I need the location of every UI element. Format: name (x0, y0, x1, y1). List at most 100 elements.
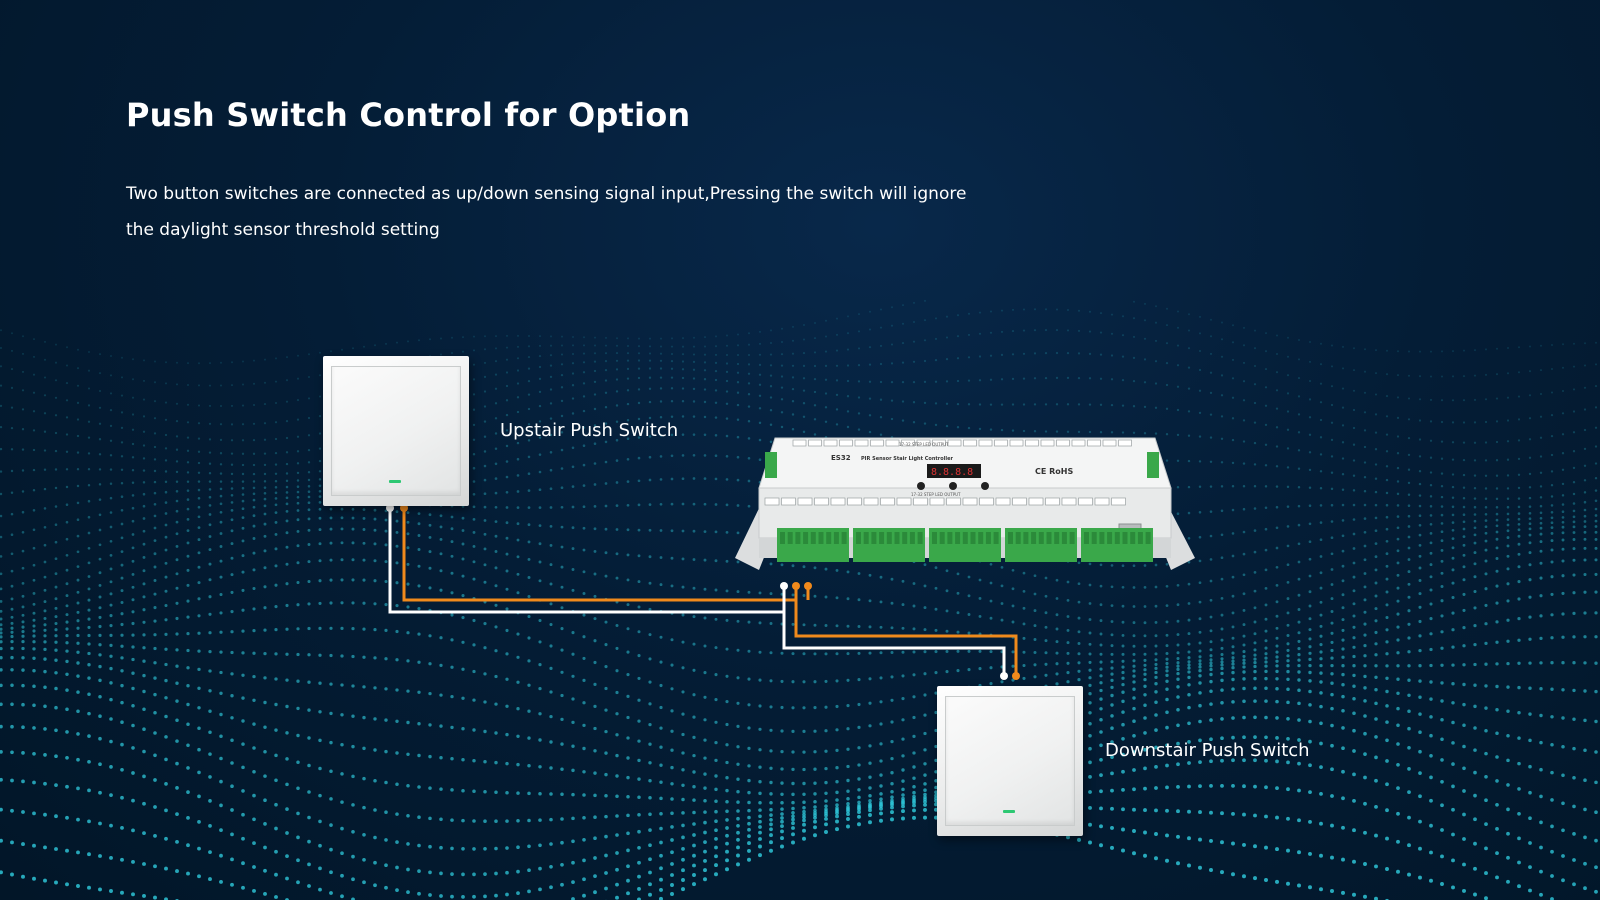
terminal-screw (1015, 532, 1021, 544)
wave-dot-row (0, 668, 1598, 797)
terminal-screw (1122, 532, 1128, 544)
terminal-screw (787, 532, 793, 544)
terminal-screw (962, 532, 968, 544)
terminal-screw (863, 532, 869, 544)
wave-dot-row (0, 801, 1554, 900)
wave-dot-row (0, 635, 1598, 754)
terminal-screw (978, 532, 984, 544)
wave-dot-row (0, 611, 1598, 734)
controller-button-2 (949, 482, 957, 490)
controller-cert-mark: CE RoHS (1035, 467, 1073, 476)
terminal-label-cell (781, 497, 796, 506)
terminal-label-cell (1061, 497, 1077, 506)
description-line-1: Two button switches are connected as up/… (126, 184, 967, 204)
terminal-label-cell (1102, 439, 1117, 447)
wave-dot-row (0, 758, 1598, 899)
terminal-screw (902, 532, 908, 544)
terminal-label-cell (932, 439, 946, 447)
upstair-push-switch-icon (323, 356, 469, 506)
terminal-label-cell (1028, 497, 1044, 506)
wave-dot-row (0, 699, 1598, 823)
terminal-label-cell (863, 497, 879, 506)
page-title: Push Switch Control for Option (126, 96, 691, 134)
terminal-label-cell (1012, 497, 1027, 506)
terminal-screw (1114, 532, 1120, 544)
terminal-label-cell (792, 439, 807, 447)
terminal-label-cell (823, 439, 838, 447)
terminal-screw (871, 532, 877, 544)
terminal-screw (947, 532, 953, 544)
terminal-screw (1023, 532, 1029, 544)
terminal-label-cell (764, 497, 780, 506)
terminal-screw (909, 532, 915, 544)
terminal-screw (1046, 532, 1052, 544)
terminal-screw (993, 532, 999, 544)
switch-led-indicator (1003, 810, 1015, 813)
terminal-label-cell (929, 497, 945, 506)
terminal-screw (886, 532, 892, 544)
wave-dot-row (0, 784, 1598, 900)
terminal-screw (1107, 532, 1113, 544)
terminal-label-cell (916, 439, 931, 447)
terminal-label-cell (854, 439, 869, 447)
terminal-screw (810, 532, 816, 544)
terminal-label-cell (797, 497, 813, 506)
wave-dot-row (0, 646, 1598, 772)
controller-output-bottom-label: 17-32 STEP LED OUTPUT (911, 492, 961, 497)
terminal-screw (841, 532, 847, 544)
terminal-label-cell (946, 497, 961, 506)
wave-dot-row (0, 715, 1598, 851)
terminal-screw (985, 532, 991, 544)
terminal-label-cell (1071, 439, 1086, 447)
terminal-label-cell (870, 439, 884, 447)
downstair-push-switch-icon (937, 686, 1083, 836)
terminal-label-cell (1009, 439, 1024, 447)
terminal-screw (939, 532, 945, 544)
terminal-label-cell (1056, 439, 1070, 447)
terminal-screw (826, 532, 832, 544)
left-side-terminal (765, 452, 777, 478)
terminal-label-cell (978, 439, 993, 447)
terminal-label-cell (1025, 439, 1039, 447)
wave-dot-row (0, 376, 1598, 462)
terminal-screw (1084, 532, 1089, 544)
terminal-screw (780, 532, 785, 544)
terminal-label-cell (963, 439, 977, 447)
controller-name: PIR Sensor Stair Light Controller (861, 456, 954, 462)
terminal-label-cell (847, 497, 862, 506)
terminal-screw (1054, 532, 1060, 544)
stair-light-controller-icon: 8.8.8.8 ES32 PIR Sensor Stair Light Cont… (735, 437, 1195, 570)
terminal-screw (1031, 532, 1037, 544)
switch-led-indicator (389, 480, 401, 483)
terminal-label-cell (901, 439, 915, 447)
terminal-label-cell (913, 497, 928, 506)
wave-dot-row (0, 299, 1597, 365)
wave-dot-row (659, 815, 1389, 900)
terminal-label-cell (1045, 497, 1060, 506)
terminal-label-cell (1078, 497, 1093, 506)
upstair-switch-label: Upstair Push Switch (500, 420, 679, 441)
controller-output-top-label: 17-32 STEP LED OUTPUT (899, 442, 949, 447)
wave-dot-row (0, 572, 1598, 684)
terminal-screw (970, 532, 976, 544)
wave-dot-row (0, 683, 1598, 805)
terminal-label-cell (814, 497, 829, 506)
wave-dot-row (0, 807, 1488, 900)
terminal-screw (879, 532, 885, 544)
terminal-screw (1038, 532, 1044, 544)
switch-rocker (331, 366, 461, 496)
controller-display (927, 464, 981, 478)
controller-button-3 (981, 482, 989, 490)
terminal-screw (856, 532, 861, 544)
terminal-screw (803, 532, 809, 544)
wave-dot-row (0, 655, 1598, 786)
terminal-label-cell (1094, 497, 1110, 506)
terminal-label-cell (947, 439, 962, 447)
wave-dot-row (0, 308, 1598, 387)
terminal-label-cell (962, 497, 978, 506)
terminal-screw (932, 532, 937, 544)
downstair-switch-label: Downstair Push Switch (1105, 740, 1310, 761)
bottom-terminal-blocks (777, 528, 1153, 562)
description-text: Two button switches are connected as up/… (126, 176, 1006, 248)
terminal-label-cell (1040, 439, 1055, 447)
